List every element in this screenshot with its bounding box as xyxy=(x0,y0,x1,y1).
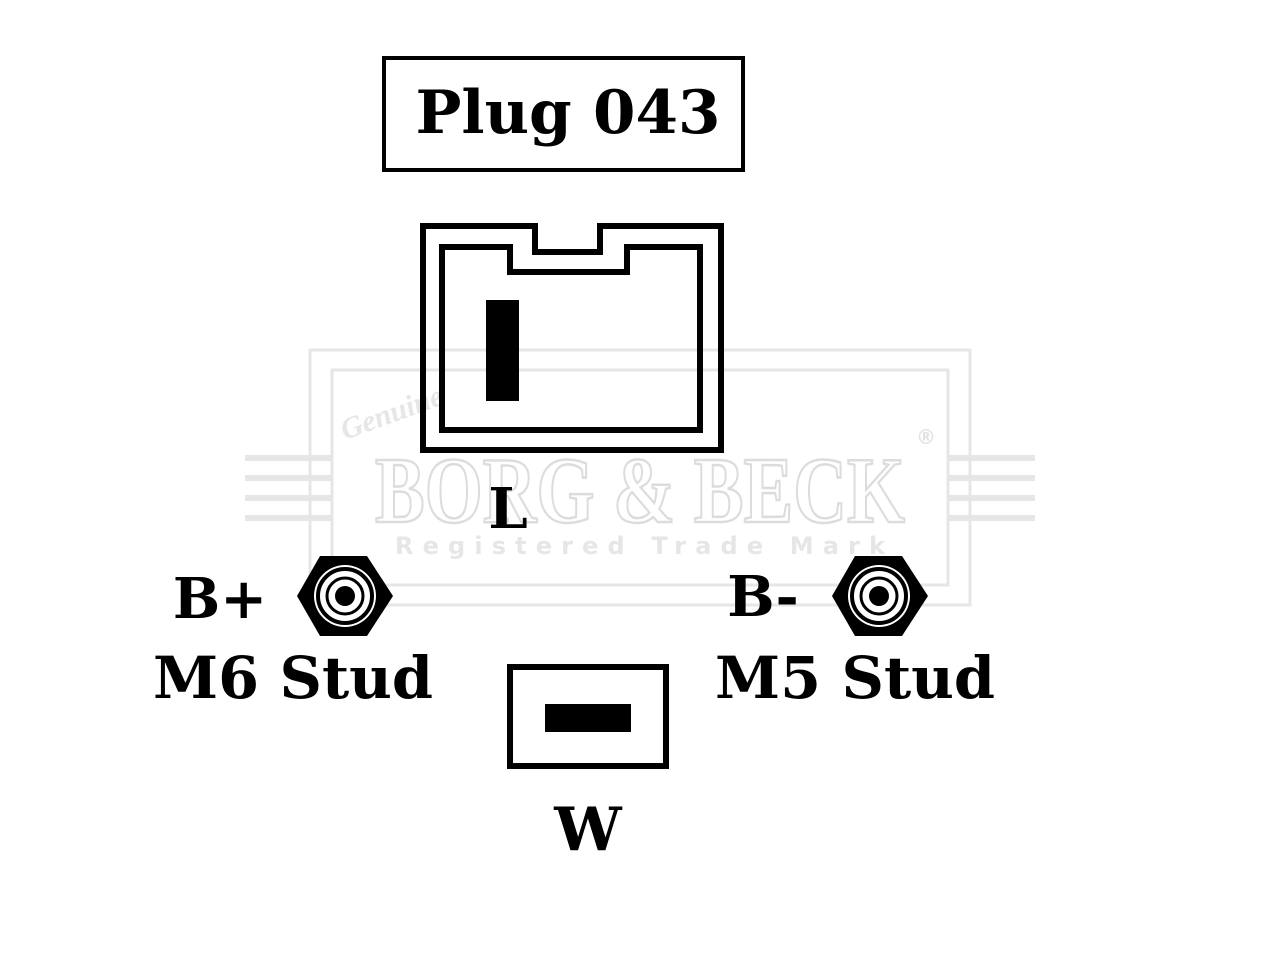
page-title: Plug 043 xyxy=(416,78,721,148)
negative-stud-icon xyxy=(832,556,928,636)
positive-stud-icon xyxy=(297,556,393,636)
watermark-right-stripes xyxy=(948,455,1035,521)
watermark-registered-mark: ® xyxy=(916,425,936,449)
title-box xyxy=(382,56,745,172)
watermark-brand: BORG & BECK xyxy=(375,439,905,543)
watermark-left-stripes xyxy=(245,455,332,521)
watermark-subtitle: Registered Trade Mark xyxy=(395,532,886,560)
w-terminal-label: W xyxy=(553,795,623,865)
plug-inner-shell xyxy=(439,244,703,433)
positive-terminal-label: B+ xyxy=(173,566,267,632)
watermark-script: Genuine xyxy=(336,379,448,446)
negative-terminal-label: B- xyxy=(727,564,799,630)
brand-watermark xyxy=(245,348,1035,607)
positive-stud-label: M6 Stud xyxy=(153,644,433,712)
plug-pin-blade xyxy=(486,300,519,401)
plug-connector xyxy=(420,223,724,453)
plug-pin-label: L xyxy=(488,476,527,542)
negative-stud-label: M5 Stud xyxy=(715,644,995,712)
plug-outer-shell xyxy=(420,223,724,453)
w-terminal-blade xyxy=(545,704,631,732)
